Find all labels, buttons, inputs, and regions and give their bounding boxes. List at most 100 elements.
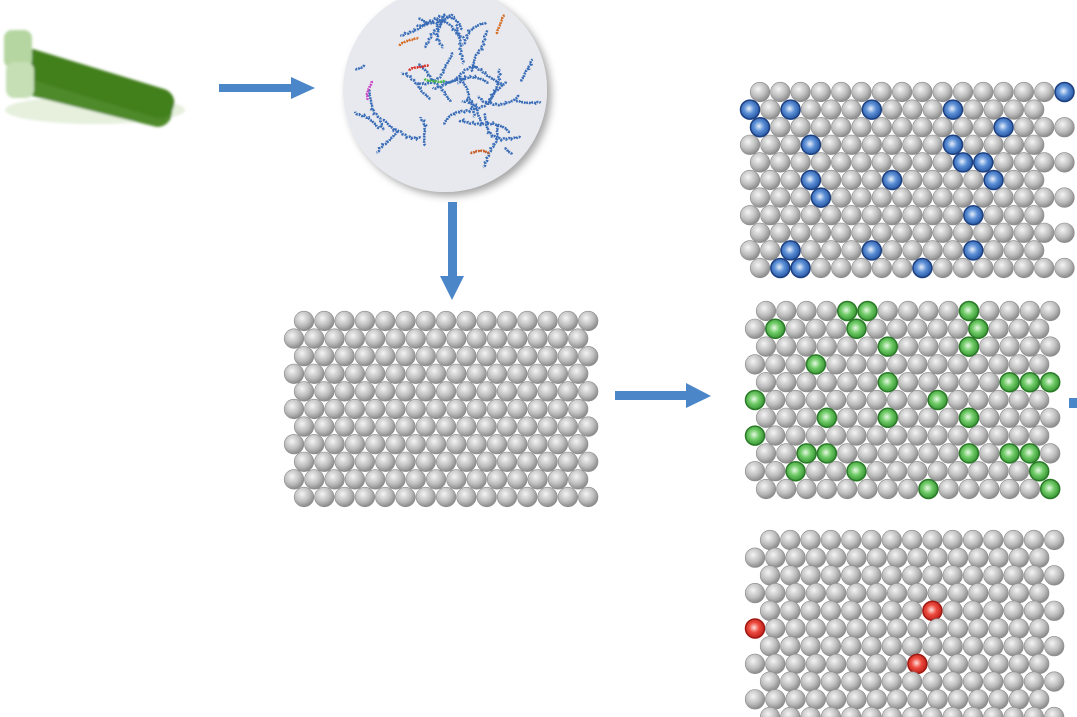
green-dopant-bead bbox=[877, 336, 899, 357]
molecule-strand bbox=[469, 147, 490, 155]
gray-bead bbox=[415, 310, 436, 332]
gray-bead bbox=[749, 81, 771, 103]
gray-bead bbox=[466, 328, 487, 349]
gray-bead bbox=[436, 381, 457, 402]
gray-bead bbox=[922, 205, 943, 226]
gray-bead bbox=[578, 381, 599, 402]
gray-bead bbox=[962, 636, 984, 657]
gray-bead bbox=[785, 689, 806, 710]
green-dopant-bead bbox=[816, 443, 838, 464]
gray-bead bbox=[790, 152, 811, 173]
gray-bead bbox=[385, 469, 406, 490]
gray-bead bbox=[426, 398, 447, 420]
gray-bead bbox=[932, 257, 953, 279]
gray-bead bbox=[385, 363, 406, 384]
gray-bead bbox=[800, 600, 821, 621]
gray-bead bbox=[517, 416, 538, 437]
gray-bead bbox=[932, 152, 953, 173]
gray-bead bbox=[871, 222, 892, 243]
gray-bead bbox=[354, 451, 376, 472]
gray-bead bbox=[938, 443, 959, 464]
gray-bead bbox=[881, 706, 902, 717]
gray-bead bbox=[395, 346, 416, 367]
gray-bead bbox=[866, 618, 887, 639]
gray-bead bbox=[395, 310, 416, 332]
gray-bead bbox=[861, 134, 882, 155]
gray-bead bbox=[912, 117, 933, 138]
gray-bead bbox=[1013, 81, 1035, 103]
gray-bead bbox=[988, 547, 1009, 568]
gray-bead bbox=[446, 398, 467, 420]
gray-bead bbox=[871, 81, 892, 103]
gray-bead bbox=[759, 706, 781, 717]
gray-bead bbox=[324, 469, 345, 490]
gray-bead bbox=[375, 310, 396, 332]
gray-bead bbox=[790, 81, 811, 103]
gray-bead bbox=[891, 152, 913, 173]
gray-bead bbox=[816, 372, 838, 393]
gray-bead bbox=[952, 187, 974, 208]
gray-bead bbox=[395, 416, 416, 437]
gray-bead bbox=[578, 451, 599, 472]
gray-bead bbox=[1034, 152, 1055, 173]
gray-bead bbox=[796, 478, 817, 500]
gray-bead bbox=[841, 240, 862, 261]
molecule-strand bbox=[423, 77, 446, 84]
gray-bead bbox=[744, 689, 766, 710]
gray-bead bbox=[1044, 529, 1065, 551]
gray-bead bbox=[456, 381, 477, 402]
gray-bead bbox=[938, 407, 959, 428]
gray-bead bbox=[1003, 636, 1024, 657]
gray-bead bbox=[1008, 354, 1030, 375]
gray-bead bbox=[375, 346, 396, 367]
gray-bead bbox=[988, 689, 1009, 710]
gray-bead bbox=[415, 346, 436, 367]
molecule-strand bbox=[363, 80, 374, 101]
gray-bead bbox=[851, 187, 872, 208]
gray-bead bbox=[749, 222, 771, 243]
gray-bead bbox=[881, 529, 902, 551]
gray-bead bbox=[820, 671, 842, 692]
gray-bead bbox=[886, 389, 908, 411]
gray-bead bbox=[1029, 389, 1050, 411]
gray-bead bbox=[886, 653, 908, 675]
gray-bead bbox=[537, 310, 558, 332]
gray-bead bbox=[837, 407, 858, 428]
gray-bead bbox=[942, 205, 964, 226]
gray-bead bbox=[283, 328, 305, 349]
green-dopant-bead bbox=[846, 318, 867, 340]
gray-bead bbox=[776, 300, 797, 322]
green-dopant-bead bbox=[1019, 371, 1041, 393]
gray-bead bbox=[993, 222, 1014, 243]
gray-bead bbox=[918, 407, 939, 428]
gray-bead bbox=[446, 469, 467, 490]
green-dopant-bead bbox=[846, 460, 867, 482]
gray-bead bbox=[1023, 636, 1044, 657]
molecule-strand bbox=[482, 124, 500, 169]
gray-bead bbox=[486, 434, 508, 455]
gray-bead bbox=[897, 478, 919, 500]
gray-bead bbox=[755, 372, 777, 393]
gray-bead bbox=[886, 689, 908, 710]
gray-bead bbox=[314, 416, 335, 437]
blue-dopant-bead bbox=[770, 257, 791, 279]
gray-bead bbox=[886, 582, 908, 604]
blue-dopant-bead bbox=[881, 169, 903, 191]
gray-bead bbox=[927, 318, 948, 339]
gray-bead bbox=[988, 653, 1009, 675]
gray-bead bbox=[415, 381, 436, 402]
gray-bead bbox=[527, 398, 548, 420]
gray-bead bbox=[907, 425, 928, 446]
gray-bead bbox=[897, 407, 919, 428]
gray-bead bbox=[866, 689, 887, 710]
gray-bead bbox=[993, 257, 1014, 279]
molecule-strand bbox=[481, 112, 522, 143]
molecule-strand bbox=[354, 64, 366, 71]
gray-bead bbox=[776, 478, 797, 500]
gray-bead bbox=[938, 300, 959, 322]
blue-dopant-bead bbox=[983, 169, 1004, 191]
gray-bead bbox=[334, 346, 355, 367]
gray-bead bbox=[283, 434, 305, 455]
gray-bead bbox=[760, 134, 781, 155]
gray-bead bbox=[820, 706, 841, 717]
